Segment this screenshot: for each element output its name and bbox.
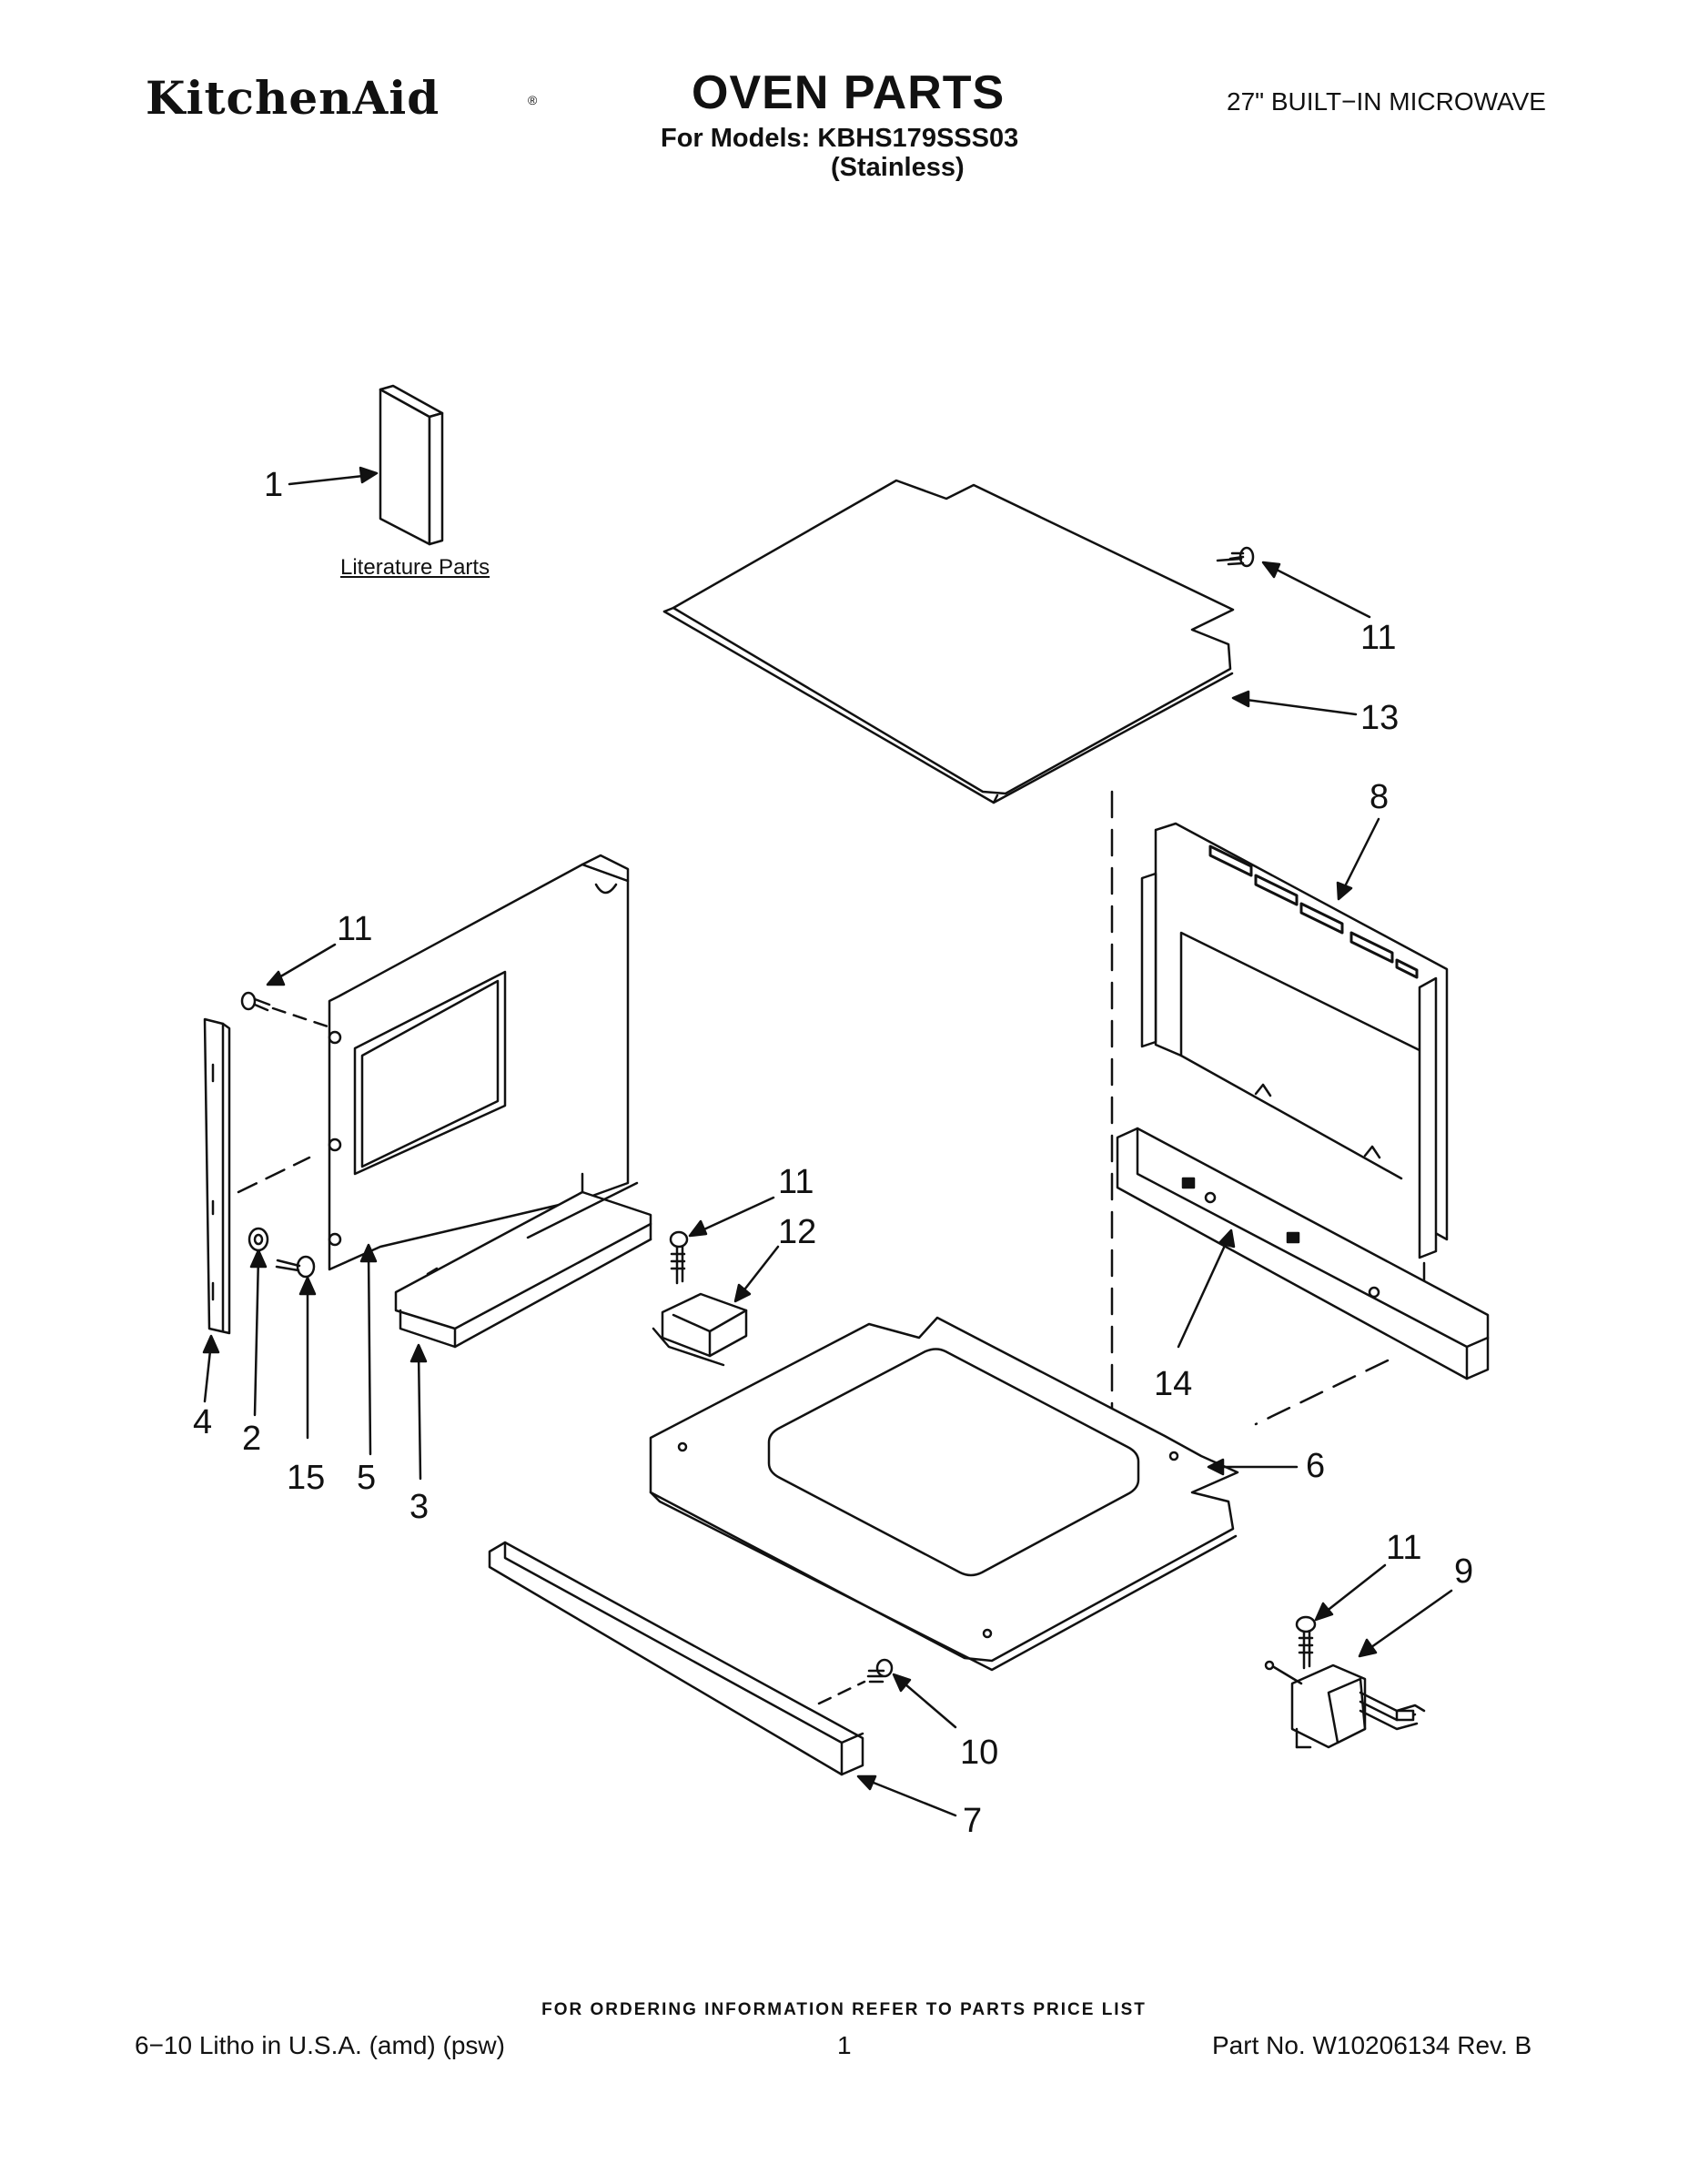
right-side-panel	[1140, 822, 1449, 1259]
callout-arrows	[202, 466, 1453, 1817]
callout-5: 5	[357, 1459, 377, 1497]
front-rail	[1116, 1127, 1490, 1380]
transformer	[1264, 1660, 1426, 1749]
bottom-panel	[649, 1316, 1239, 1672]
litho-info: 6−10 Litho in U.S.A. (amd) (psw)	[135, 2031, 505, 2059]
callout-2: 2	[242, 1420, 262, 1458]
screw-left	[240, 991, 329, 1028]
callout-9: 9	[1454, 1552, 1474, 1591]
callout-11-left: 11	[337, 910, 373, 948]
callout-1: 1	[264, 466, 284, 504]
callout-6: 6	[1306, 1447, 1326, 1485]
callout-10: 10	[960, 1734, 999, 1772]
screw-top	[1216, 546, 1255, 568]
product-type: 27" BUILT−IN MICROWAVE	[1227, 87, 1546, 116]
screw-box	[669, 1230, 689, 1285]
top-panel	[662, 479, 1235, 804]
page-number: 1	[837, 2031, 852, 2059]
trim-screw	[817, 1658, 894, 1705]
ordering-note: FOR ORDERING INFORMATION REFER TO PARTS …	[541, 2000, 1147, 2019]
callout-3: 3	[409, 1488, 430, 1526]
models-line: For Models: KBHS179SSS03	[661, 124, 1019, 153]
terminal-block	[652, 1292, 748, 1367]
callout-11-box: 11	[778, 1163, 814, 1201]
shoulder-screw	[275, 1255, 316, 1279]
model-variant: (Stainless)	[831, 153, 965, 182]
callout-7: 7	[963, 1802, 983, 1840]
alignment-line-rail-bottom	[1254, 1359, 1390, 1426]
literature-booklet	[379, 384, 444, 546]
grommet	[248, 1227, 269, 1252]
page-title: OVEN PARTS	[692, 66, 1006, 119]
callout-11-transformer: 11	[1386, 1529, 1422, 1567]
callout-13: 13	[1360, 699, 1400, 737]
callout-4: 4	[193, 1403, 213, 1441]
alignment-line-left	[237, 1156, 311, 1194]
callout-15: 15	[287, 1459, 326, 1497]
callout-8: 8	[1370, 778, 1390, 816]
front-trim	[488, 1541, 864, 1776]
part-number: Part No. W10206134 Rev. B	[1212, 2031, 1532, 2059]
vertical-bracket	[203, 1017, 231, 1335]
callout-14: 14	[1154, 1365, 1193, 1403]
brand-logo: KitchenAid	[146, 71, 440, 125]
screw-transformer	[1295, 1615, 1317, 1670]
literature-parts-label: Literature Parts	[340, 555, 490, 580]
registered-mark: ®	[528, 93, 538, 107]
left-side-panel	[328, 854, 630, 1271]
callout-12: 12	[778, 1213, 817, 1251]
callout-11-top: 11	[1360, 619, 1397, 657]
shelf-support	[394, 1172, 652, 1349]
